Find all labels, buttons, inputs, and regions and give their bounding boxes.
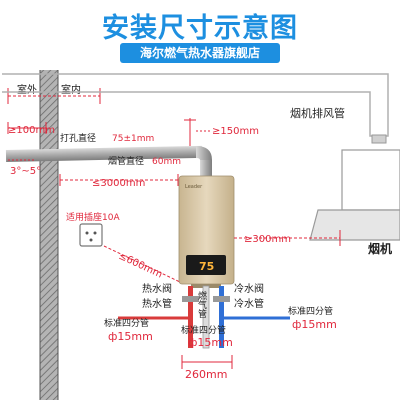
hot-valve-label: 热水阀 [142, 282, 172, 295]
std-pipe-gas-label: 标准四分管 [181, 324, 226, 336]
indoor-label: 室内 [61, 83, 81, 96]
cold-valve-label: 冷水阀 [234, 282, 264, 295]
flue-pipe-label: 烟机排风管 [290, 106, 345, 120]
hot-pipe-label: 热水管 [142, 297, 172, 310]
right-clearance-dim: ≥300mm [244, 234, 291, 245]
gas-pipe [202, 285, 210, 349]
wall [40, 70, 58, 400]
store-banner: 海尔燃气热水器旗舰店 [120, 43, 280, 63]
outdoor-label: 室外 [17, 83, 37, 96]
hot-water-pipe [182, 286, 199, 348]
std-pipe-right-phi: ф15mm [292, 318, 337, 331]
range-hood: 烟机 [309, 149, 400, 256]
cold-pipe-label: 冷水管 [234, 297, 264, 310]
slope-dim: 3°~5° [10, 166, 41, 177]
wall-out-dim: ≥100mm [8, 125, 55, 136]
std-pipe-left-label: 标准四分管 [104, 317, 149, 329]
flue-dia-label: 烟管直径 [108, 155, 144, 167]
heater-brand: Leader [185, 184, 203, 190]
display-value: 75 [199, 260, 214, 273]
flue-dia-value: 60mm [152, 157, 181, 167]
water-heater: Leader 75 [178, 175, 235, 288]
std-pipe-gas-phi: ф15mm [188, 336, 233, 349]
flue-pipe [5, 145, 212, 176]
page-title: 安装尺寸示意图 [102, 13, 298, 44]
hole-dia-label: 打孔直径 [60, 132, 96, 144]
gas-pipe-label: 燃气管 [196, 290, 207, 318]
pipe-span-dim: 260mm [185, 368, 227, 381]
hood-label: 烟机 [368, 241, 392, 256]
std-pipe-left-phi: ф15mm [108, 330, 153, 343]
socket-label: 适用插座10A [66, 211, 120, 223]
top-clearance-dim: ≥150mm [212, 126, 259, 137]
heater-distance-dim: ≤3000mm [92, 178, 145, 189]
heater-display [186, 255, 226, 275]
power-socket [79, 223, 103, 247]
hole-dia-value: 75±1mm [112, 134, 154, 144]
socket-distance-dim: ≤600mm [117, 251, 164, 281]
cold-water-pipe [213, 286, 230, 348]
std-pipe-right-label: 标准四分管 [288, 305, 333, 317]
